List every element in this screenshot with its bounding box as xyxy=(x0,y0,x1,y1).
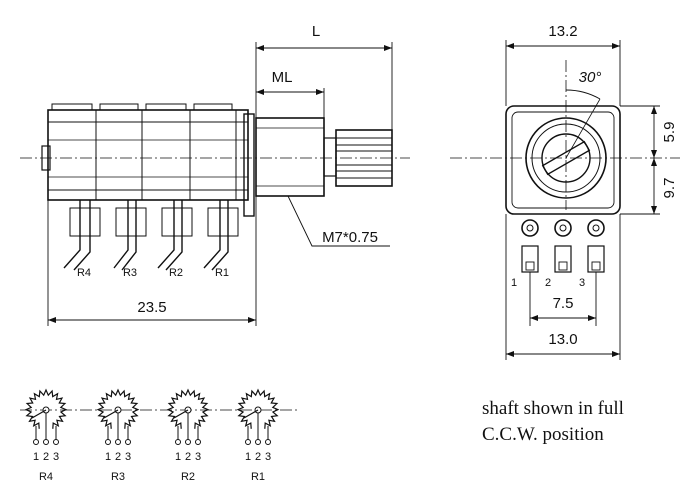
pin-number: 1 xyxy=(105,451,111,463)
shaft-face xyxy=(541,133,591,183)
pin-number: 3 xyxy=(195,451,201,463)
angle-arc xyxy=(565,89,601,100)
thread-label: M7*0.75 xyxy=(322,229,378,246)
side-dimensions xyxy=(47,42,393,326)
pin-dot xyxy=(175,439,181,445)
dim-label-upper-height: 5.9 xyxy=(661,122,678,143)
wiper-arm xyxy=(243,409,259,419)
wiper-arm xyxy=(103,409,119,419)
side-view xyxy=(20,42,410,326)
pin-number: 2 xyxy=(115,451,121,463)
schematic-label: R2 xyxy=(181,471,195,483)
dim-label-width-bottom: 13.0 xyxy=(548,331,577,348)
front-pin-1: 1 xyxy=(511,277,517,289)
wiper-arm xyxy=(31,409,47,419)
pin-dot xyxy=(105,439,111,445)
pin-dot xyxy=(115,439,121,445)
dim-label-pin-spacing: 7.5 xyxy=(553,295,574,312)
front-pin-3: 3 xyxy=(579,277,585,289)
pin-dot xyxy=(185,439,191,445)
pot-body xyxy=(47,109,249,201)
pin-dot xyxy=(245,439,251,445)
terminal-label-r1: R1 xyxy=(215,267,229,279)
pin-dot xyxy=(265,439,271,445)
dim-label-ML: ML xyxy=(272,69,293,86)
pin-number: 3 xyxy=(125,451,131,463)
front-pin-2: 2 xyxy=(545,277,551,289)
side-terminals xyxy=(63,200,239,271)
pin-number: 2 xyxy=(255,451,261,463)
pin-number: 3 xyxy=(53,451,59,463)
knurled-shaft xyxy=(335,129,393,187)
pin-number: 3 xyxy=(265,451,271,463)
gear-outline xyxy=(166,388,210,429)
note-line-1: shaft shown in full xyxy=(482,398,624,419)
pin-dot xyxy=(195,439,201,445)
front-dimensions xyxy=(505,40,660,360)
pin-dot xyxy=(33,439,39,445)
front-pins xyxy=(521,219,605,273)
shaft-slot xyxy=(541,140,591,176)
pin-dot xyxy=(43,439,49,445)
wiper-arm xyxy=(173,409,189,419)
pin-number: 2 xyxy=(43,451,49,463)
bushing xyxy=(255,117,325,197)
pin-number: 1 xyxy=(175,451,181,463)
terminal-label-r3: R3 xyxy=(123,267,137,279)
pin-number: 1 xyxy=(245,451,251,463)
terminal-label-r4: R4 xyxy=(77,267,91,279)
knurl-ring xyxy=(525,117,607,199)
dim-label-width-top: 13.2 xyxy=(548,23,577,40)
schematic-label: R4 xyxy=(39,471,53,483)
front-view xyxy=(450,40,680,360)
gear-outline xyxy=(96,388,140,429)
pin-dot xyxy=(255,439,261,445)
schematic-label: R1 xyxy=(251,471,265,483)
schematic-label: R3 xyxy=(111,471,125,483)
dim-label-lower-height: 9.7 xyxy=(661,178,678,199)
gear-outline xyxy=(24,388,68,429)
dim-label-length: 23.5 xyxy=(137,299,166,316)
front-body xyxy=(505,105,621,215)
terminal-label-r2: R2 xyxy=(169,267,183,279)
dim-label-L: L xyxy=(312,23,320,40)
pin-number: 1 xyxy=(33,451,39,463)
angle-label: 30° xyxy=(579,69,602,86)
pin-number: 2 xyxy=(185,451,191,463)
note-line-2: C.C.W. position xyxy=(482,424,604,445)
gear-outline xyxy=(236,388,280,429)
pin-dot xyxy=(125,439,131,445)
pin-dot xyxy=(53,439,59,445)
